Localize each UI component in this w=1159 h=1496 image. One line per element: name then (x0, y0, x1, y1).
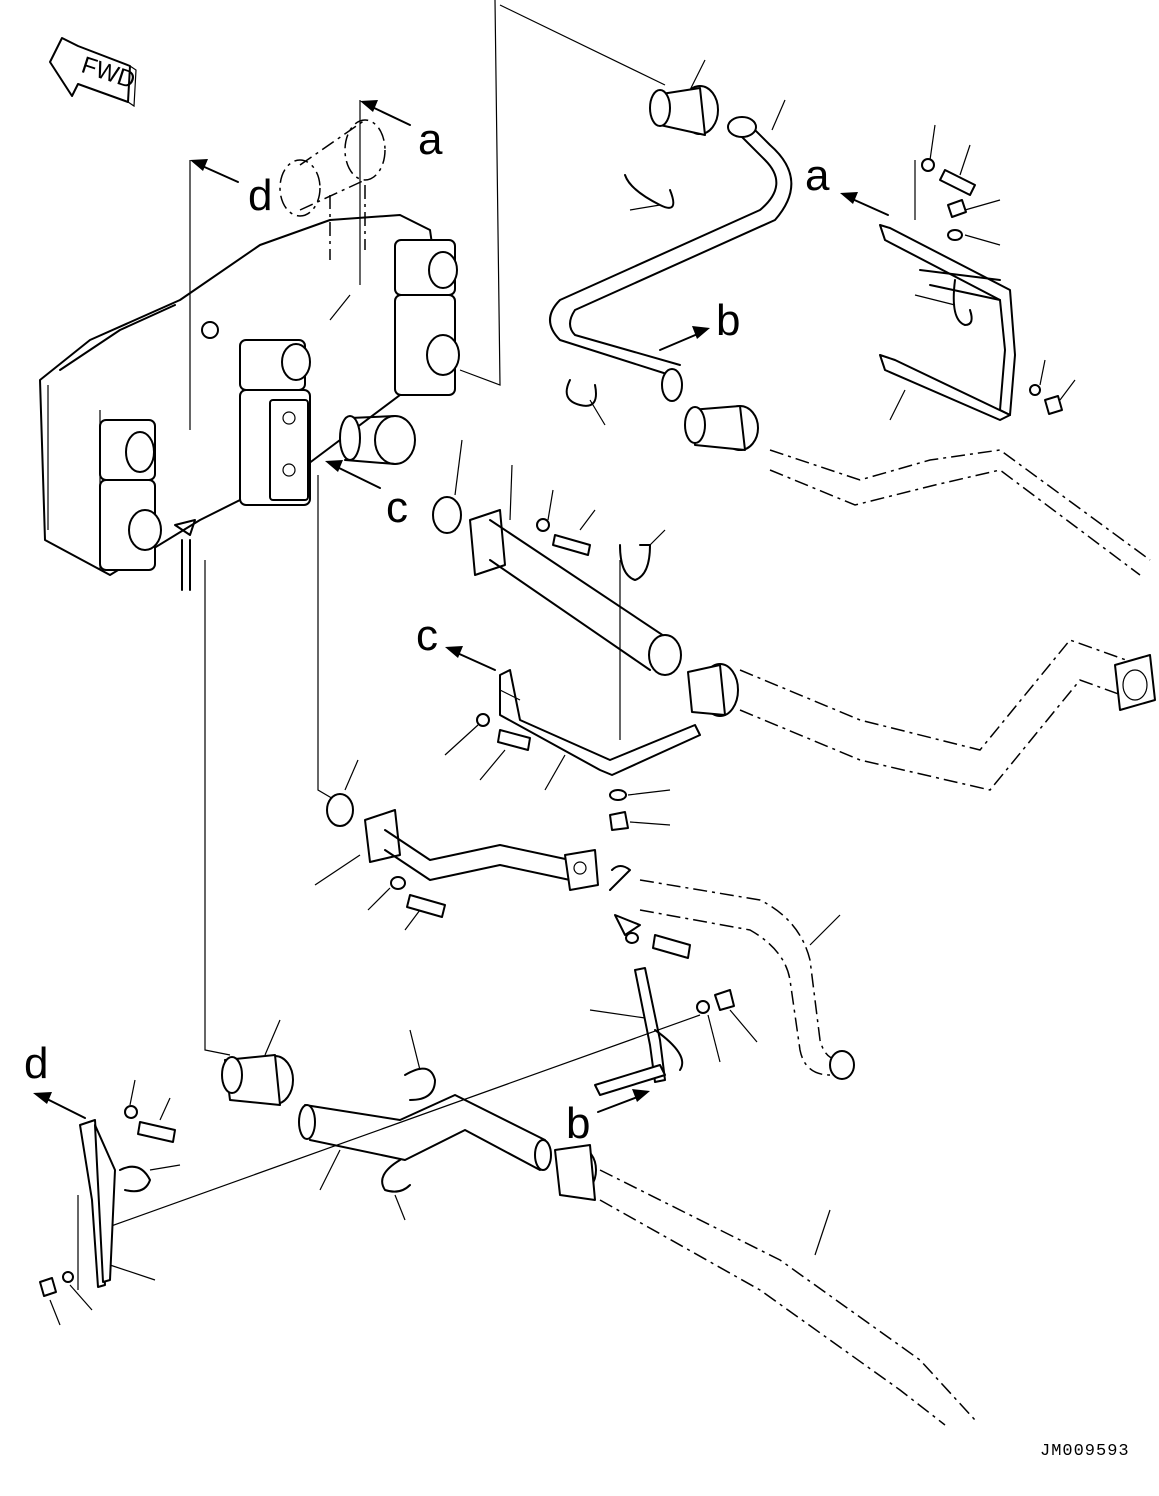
upper-right-bracket (879, 124, 1076, 421)
ref-letter-c-middle: c (416, 611, 438, 660)
upper-pipe (549, 99, 793, 402)
gaskets (326, 439, 463, 827)
ref-letter-a-upper: a (418, 115, 443, 164)
reference-markers: a d c a b c d b (24, 100, 889, 1148)
upper-clamp (649, 59, 719, 136)
middle-flange-pipe (469, 464, 682, 740)
lower-clamp (221, 1019, 294, 1106)
middle-bracket (444, 669, 701, 831)
flexible-hose (609, 865, 855, 1080)
ref-letter-d-upper: d (248, 171, 272, 220)
lower-bracket-b (99, 967, 758, 1231)
ref-letter-d-lower: d (24, 1039, 48, 1088)
fwd-direction-badge: FWD (49, 37, 139, 108)
middle-clamp (684, 405, 759, 451)
lower-clamp-dashed-tube (554, 1144, 976, 1426)
engine-manifold-assembly (39, 119, 460, 591)
middle-clamp-dashed-tube (687, 639, 1156, 791)
ref-letter-a-right: a (805, 151, 830, 200)
lower-bracket-d (39, 1079, 181, 1326)
leader-lines (189, 0, 666, 1056)
ref-letter-b-right: b (716, 296, 740, 345)
ref-letter-c-upper: c (386, 483, 408, 532)
lower-flange-pipe (314, 809, 599, 931)
drawing-code: JM009593 (1040, 1442, 1130, 1461)
lower-pipe (298, 1029, 552, 1221)
u-bolts-upper (565, 174, 973, 426)
ref-letter-b-lower: b (566, 1099, 590, 1148)
dashed-tube-upper (769, 449, 1151, 576)
